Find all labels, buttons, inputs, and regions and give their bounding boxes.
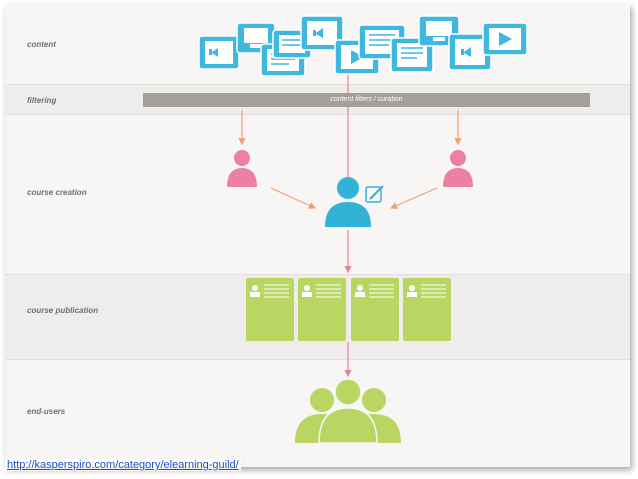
row-label-end-users: end-users xyxy=(27,407,66,416)
diagram-graphics xyxy=(198,15,528,444)
arrow-left-person-to-creator xyxy=(270,187,317,209)
video-icon xyxy=(198,35,240,70)
play-icon xyxy=(482,22,528,56)
content-icons xyxy=(198,15,528,77)
video-icon xyxy=(448,33,492,71)
video-icon xyxy=(300,15,344,51)
edit-icon xyxy=(365,185,384,203)
course-card-icon xyxy=(298,278,346,341)
source-link[interactable]: http://kasperspiro.com/category/elearnin… xyxy=(5,459,241,471)
row-label-content: content xyxy=(27,40,56,49)
course-cards xyxy=(246,278,451,341)
slide: content filtering course creation course… xyxy=(5,4,630,467)
filter-bar: content filters / curation xyxy=(143,93,590,107)
user-group-icon xyxy=(295,378,401,444)
person-icon xyxy=(443,150,473,187)
filter-bar-label: content filters / curation xyxy=(330,96,403,103)
person-icon xyxy=(227,150,257,187)
row-label-filtering: filtering xyxy=(27,96,57,105)
row-label-course-publication: course publication xyxy=(27,306,99,315)
arrow-right-person-to-creator xyxy=(389,187,438,209)
course-card-icon xyxy=(246,278,294,341)
person-icon xyxy=(325,177,371,227)
band-course-creation xyxy=(5,114,630,275)
band-end-users xyxy=(5,359,630,467)
course-card-icon xyxy=(351,278,399,341)
course-card-icon xyxy=(403,278,451,341)
row-label-course-creation: course creation xyxy=(27,188,87,197)
